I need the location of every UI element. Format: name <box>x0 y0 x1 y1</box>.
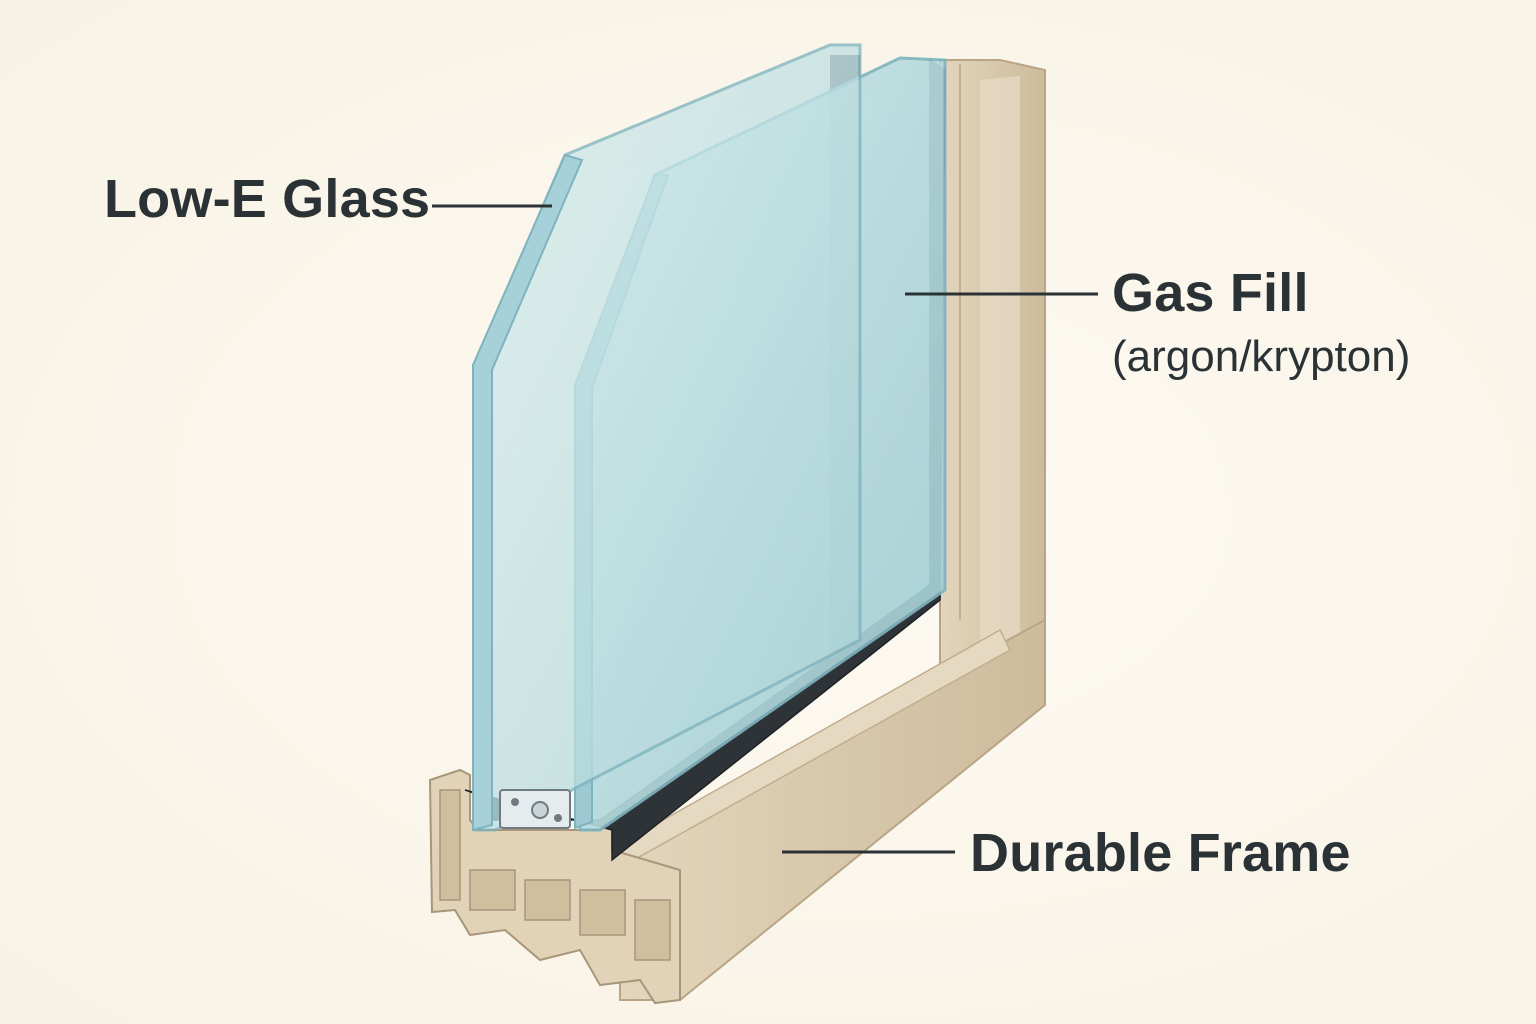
spacer-bracket <box>499 789 571 829</box>
frame-sill <box>608 618 1046 1001</box>
gas-fill-detail-label: (argon/krypton) <box>1112 332 1411 381</box>
frame-jamb <box>939 59 1046 736</box>
gas-fill-label: Gas Fill <box>1112 263 1309 323</box>
frame-profile <box>428 768 681 1005</box>
low-e-glass-label: Low-E Glass <box>104 169 431 229</box>
durable-frame-label: Durable Frame <box>970 823 1351 883</box>
front-glass-pane <box>472 43 862 832</box>
